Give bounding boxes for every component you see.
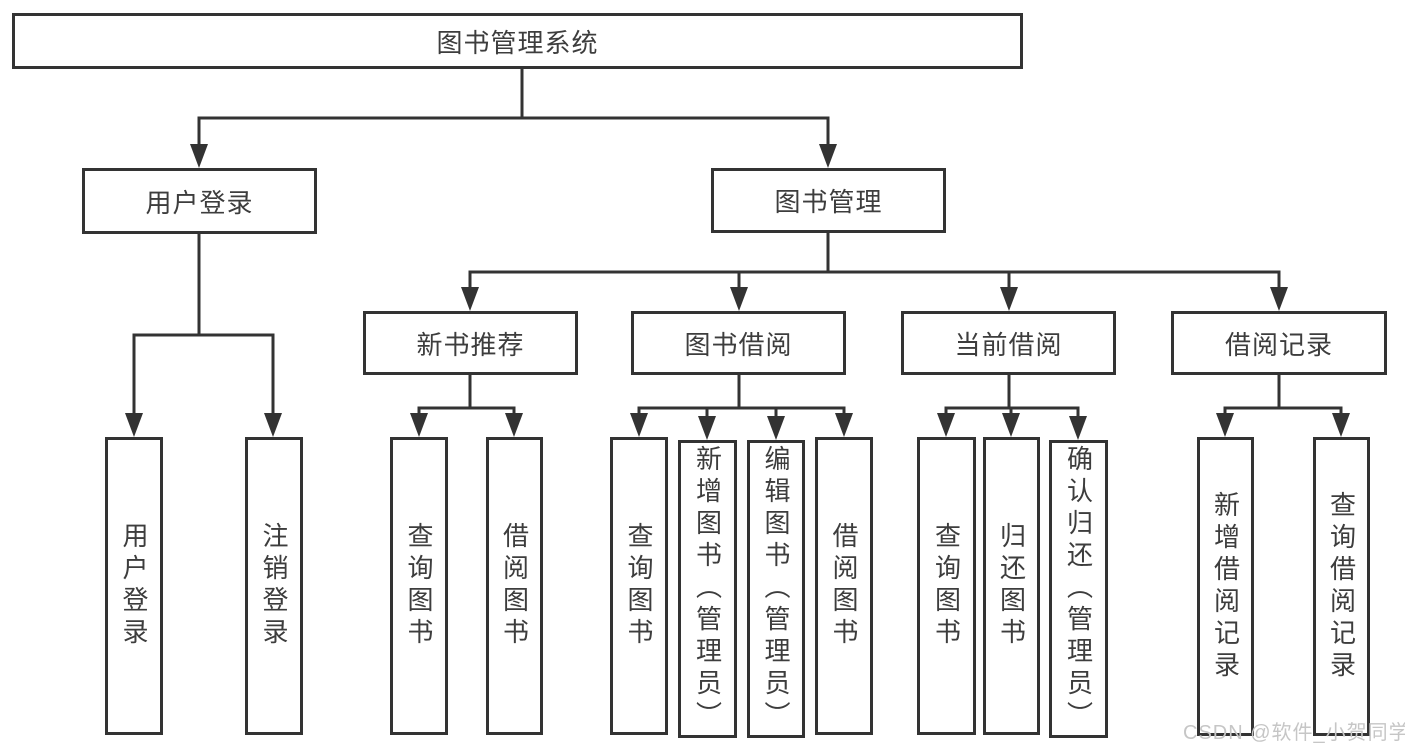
node-borrow-records: 借阅记录 xyxy=(1171,311,1387,375)
leaf-user-login: 用户登录 xyxy=(105,437,163,735)
leaf-confirm-return-admin: 确认归还（管理员） xyxy=(1049,440,1108,738)
leaf-query-borrow-record: 查询借阅记录 xyxy=(1313,437,1370,736)
node-new-book-recommend: 新书推荐 xyxy=(363,311,578,375)
leaf-logout: 注销登录 xyxy=(245,437,303,735)
leaf-query-books-current: 查询图书 xyxy=(917,437,976,735)
leaf-borrow-books-borrowing: 借阅图书 xyxy=(815,437,873,735)
node-current-borrowing: 当前借阅 xyxy=(901,311,1116,375)
node-book-borrowing: 图书借阅 xyxy=(631,311,846,375)
node-root: 图书管理系统 xyxy=(12,13,1023,69)
leaf-query-books-borrowing: 查询图书 xyxy=(610,437,668,735)
leaf-add-borrow-record: 新增借阅记录 xyxy=(1197,437,1254,736)
leaf-borrow-books-recommend: 借阅图书 xyxy=(486,437,543,735)
csdn-watermark: CSDN @软件_小贺同学 xyxy=(1183,722,1405,744)
leaf-edit-books-admin: 编辑图书（管理员） xyxy=(747,440,805,738)
leaf-return-books: 归还图书 xyxy=(983,437,1040,735)
node-book-management: 图书管理 xyxy=(711,168,946,233)
leaf-add-books-admin: 新增图书（管理员） xyxy=(678,440,737,738)
node-user-login: 用户登录 xyxy=(82,168,317,234)
leaf-query-books-recommend: 查询图书 xyxy=(390,437,448,735)
